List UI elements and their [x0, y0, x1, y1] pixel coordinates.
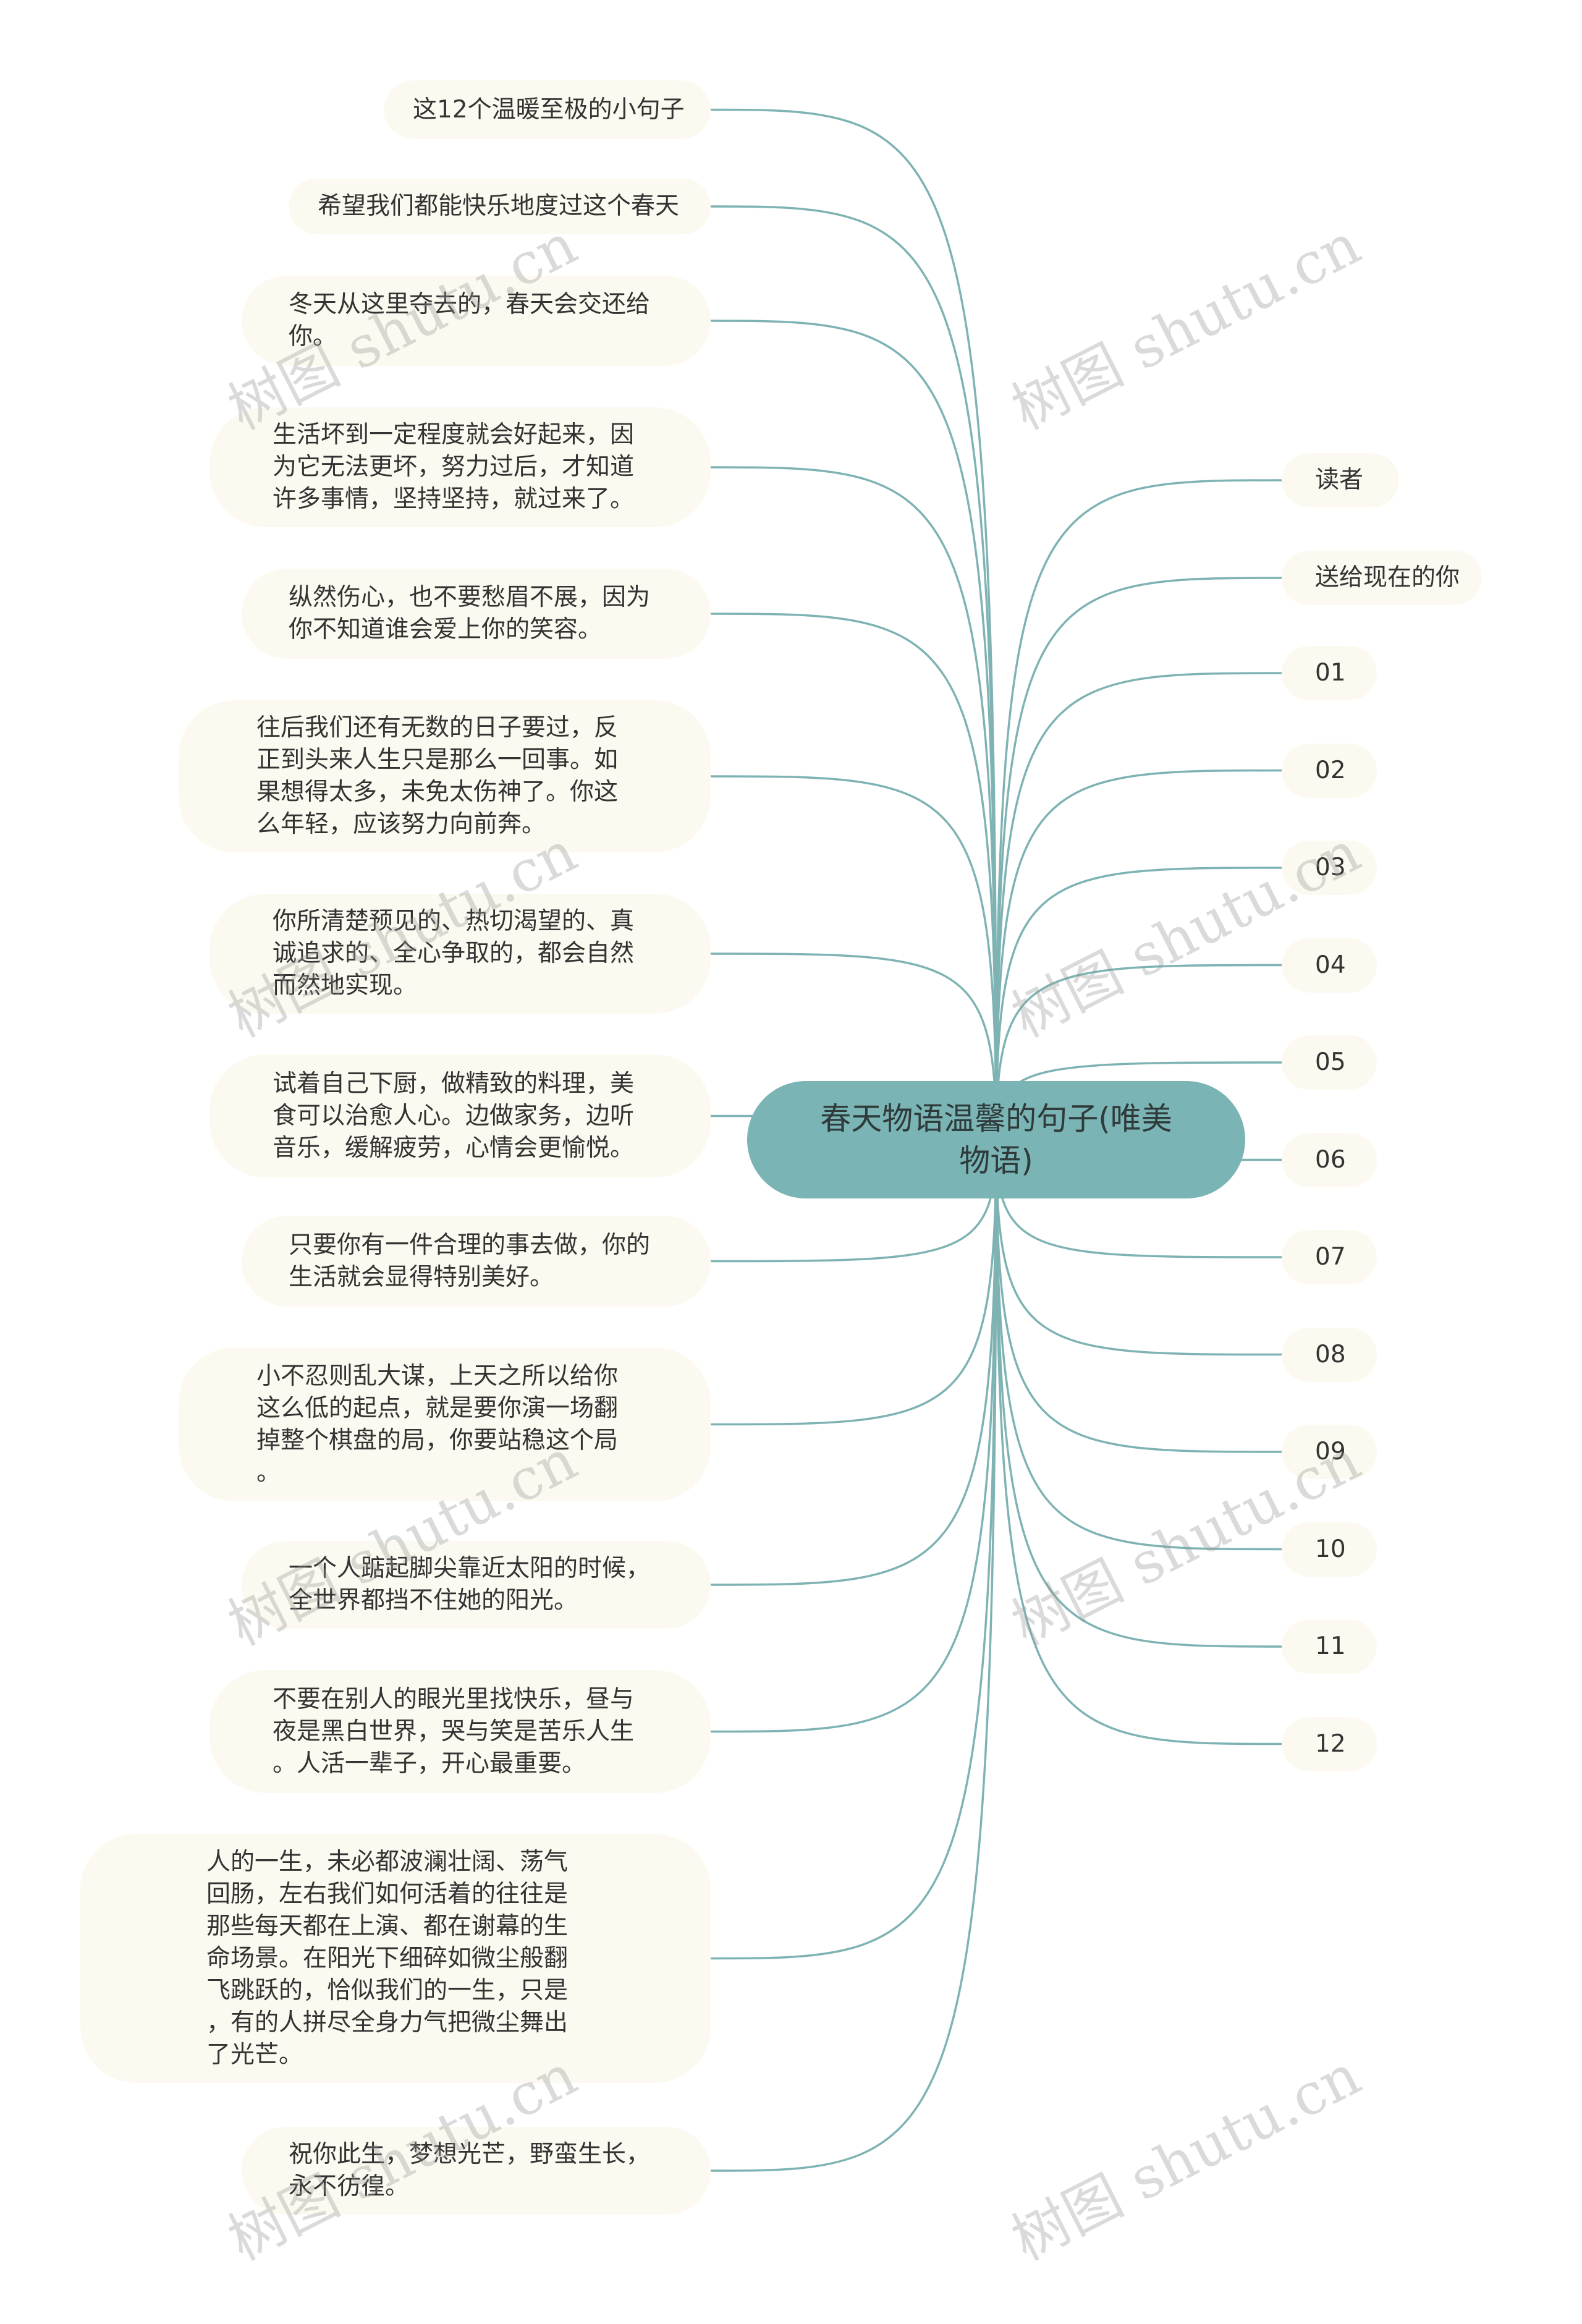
branch-node-left[interactable]: 只要你有一件合理的事去做，你的 生活就会显得特别美好。: [242, 1216, 711, 1307]
branch-node-right[interactable]: 09: [1282, 1425, 1377, 1479]
connector-right: [995, 1139, 1282, 1453]
connector-right: [995, 1139, 1282, 1356]
branch-node-right[interactable]: 01: [1282, 646, 1377, 700]
branch-node-left[interactable]: 生活坏到一定程度就会好起来，因 为它无法更坏，努力过后，才知道 许多事情，坚持坚…: [209, 407, 711, 527]
branch-node-left[interactable]: 这12个温暖至极的小句子: [384, 80, 711, 139]
connector-left: [710, 613, 997, 1140]
branch-node-left[interactable]: 试着自己下厨，做精致的料理，美 食可以治愈人心。边做家务，边听 音乐，缓解疲劳，…: [209, 1054, 711, 1177]
connector-right: [995, 1139, 1282, 1551]
branch-node-right[interactable]: 11: [1282, 1619, 1377, 1674]
connector-right: [995, 577, 1282, 1140]
branch-node-left[interactable]: 冬天从这里夺去的，春天会交还给 你。: [242, 276, 711, 366]
connector-right: [995, 769, 1282, 1140]
connector-right: [995, 479, 1282, 1140]
branch-node-right[interactable]: 05: [1282, 1035, 1377, 1090]
branch-node-right[interactable]: 02: [1282, 743, 1377, 798]
connector-left: [710, 205, 997, 1140]
connector-right: [995, 1139, 1282, 1745]
connector-left: [710, 1139, 997, 2172]
branch-node-right[interactable]: 06: [1282, 1132, 1377, 1187]
branch-node-left[interactable]: 希望我们都能快乐地度过这个春天: [289, 179, 711, 234]
central-topic-node[interactable]: 春天物语温馨的句子(唯美 物语): [747, 1081, 1245, 1198]
branch-node-left[interactable]: 人的一生，未必都波澜壮阔、荡气 回肠，左右我们如何活着的往往是 那些每天都在上演…: [80, 1834, 711, 2083]
branch-node-left[interactable]: 一个人踮起脚尖靠近太阳的时候， 全世界都挡不住她的阳光。: [242, 1541, 711, 1629]
connector-left: [710, 1139, 997, 1426]
connector-left: [710, 466, 997, 1140]
connector-left: [710, 108, 997, 1140]
connector-left: [710, 775, 997, 1140]
branch-node-left[interactable]: 你所清楚预见的、热切渴望的、真 诚追求的、全心争取的，都会自然 而然地实现。: [209, 894, 711, 1014]
branch-node-right[interactable]: 10: [1282, 1522, 1377, 1577]
branch-node-right[interactable]: 12: [1282, 1716, 1377, 1771]
connector-right: [995, 672, 1282, 1140]
branch-node-left[interactable]: 祝你此生，梦想光芒，野蛮生长， 永不彷徨。: [242, 2127, 711, 2215]
branch-node-right[interactable]: 07: [1282, 1230, 1377, 1284]
connector-right: [995, 1139, 1282, 1648]
branch-node-right[interactable]: 04: [1282, 938, 1377, 993]
connector-right: [995, 964, 1282, 1140]
branch-node-left[interactable]: 小不忍则乱大谋，上天之所以给你 这么低的起点，就是要你演一场翻 掉整个棋盘的局，…: [179, 1347, 711, 1501]
branch-node-right[interactable]: 08: [1282, 1327, 1377, 1382]
connector-right: [995, 867, 1282, 1140]
branch-node-right[interactable]: 读者: [1282, 453, 1399, 507]
branch-node-right[interactable]: 送给现在的你: [1282, 551, 1482, 605]
connector-left: [710, 952, 997, 1140]
connector-left: [710, 1139, 997, 1733]
branch-node-left[interactable]: 往后我们还有无数的日子要过，反 正到头来人生只是那么一回事。如 果想得太多，未免…: [179, 700, 711, 852]
connector-left: [710, 320, 997, 1140]
connector-left: [710, 1139, 997, 1960]
branch-node-left[interactable]: 不要在别人的眼光里找快乐，昼与 夜是黑白世界，哭与笑是苦乐人生 。人活一辈子，开…: [209, 1670, 711, 1793]
branch-node-right[interactable]: 03: [1282, 841, 1377, 895]
connector-left: [710, 1139, 997, 1586]
branch-node-left[interactable]: 纵然伤心，也不要愁眉不展，因为 你不知道谁会爱上你的笑容。: [242, 569, 711, 659]
